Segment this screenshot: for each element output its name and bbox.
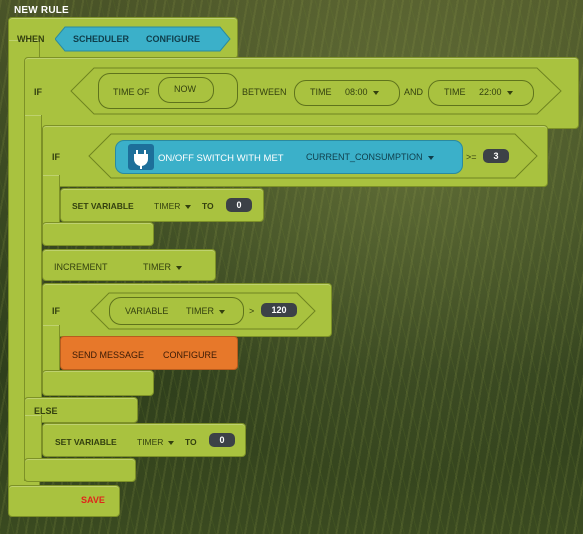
increment-label: INCREMENT [54,262,108,272]
chevron-down-icon [176,265,182,270]
if-block-2-footer [42,222,154,246]
to-label-1: TO [202,201,214,211]
time-of-label: TIME OF [113,87,150,97]
chevron-down-icon [168,440,175,445]
device-block[interactable] [115,140,463,174]
set-value-input-2[interactable]: 0 [209,433,235,447]
now-label: NOW [174,84,196,94]
save-button[interactable]: SAVE [81,495,105,505]
time-value-1: 08:00 [345,87,368,97]
increment-variable-dropdown[interactable]: TIMER [143,262,182,272]
chevron-down-icon [506,90,513,95]
time-block-2[interactable] [428,80,534,106]
variable-dropdown-2[interactable]: TIMER [137,437,175,447]
chevron-down-icon [185,204,192,209]
variable-name-2: TIMER [137,437,164,447]
chevron-down-icon [219,309,225,314]
compare-value-input[interactable]: 120 [261,303,297,317]
increment-variable: TIMER [143,262,171,272]
operator-gt[interactable]: > [249,306,255,316]
page-title: NEW RULE [14,5,69,16]
variable-dropdown-1[interactable]: TIMER [154,201,192,211]
scheduler-label: SCHEDULER [73,34,130,44]
between-label: BETWEEN [242,87,287,97]
time-value-2-dropdown[interactable]: 22:00 [479,87,513,97]
time-label-2: TIME [444,87,466,97]
else-block[interactable] [24,397,138,423]
if-label-2: IF [52,152,60,162]
set-value-input-1[interactable]: 0 [226,198,252,212]
send-message-block[interactable] [60,336,238,370]
to-label-2: TO [185,437,197,447]
rule-footer [8,485,120,517]
variable-dropdown-3[interactable]: TIMER [186,306,225,316]
device-label: ON/OFF SWITCH WITH MET [158,153,284,164]
if-label-3: IF [52,306,60,316]
property-dropdown[interactable]: CURRENT_CONSUMPTION [306,152,434,162]
else-footer [24,458,136,482]
property-value: CURRENT_CONSUMPTION [306,152,423,162]
variable-label: VARIABLE [125,306,169,316]
operator-ge[interactable]: >= [466,152,477,162]
now-block[interactable] [158,77,214,103]
if-block-3-footer [42,370,154,396]
increment-block[interactable] [42,249,216,281]
chevron-down-icon [427,155,434,160]
and-label: AND [404,87,424,97]
send-message-configure-link[interactable]: CONFIGURE [163,350,217,360]
time-label-1: TIME [310,87,332,97]
scheduler-configure-link[interactable]: CONFIGURE [146,34,200,44]
variable-name-1: TIMER [154,201,181,211]
threshold-input[interactable]: 3 [483,149,509,163]
when-label: WHEN [17,34,45,44]
plug-icon [128,144,154,170]
set-variable-label-2: SET VARIABLE [55,437,117,447]
variable-name-3: TIMER [186,306,214,316]
if-label-1: IF [34,87,42,97]
chevron-down-icon [372,90,379,95]
send-message-label: SEND MESSAGE [72,350,145,360]
else-label: ELSE [34,406,58,416]
if-block-1-body [24,115,42,406]
time-value-2: 22:00 [479,87,502,97]
time-value-1-dropdown[interactable]: 08:00 [345,87,379,97]
scheduler-block[interactable] [55,26,231,52]
time-block-1[interactable] [294,80,400,106]
set-variable-label-1: SET VARIABLE [72,201,134,211]
